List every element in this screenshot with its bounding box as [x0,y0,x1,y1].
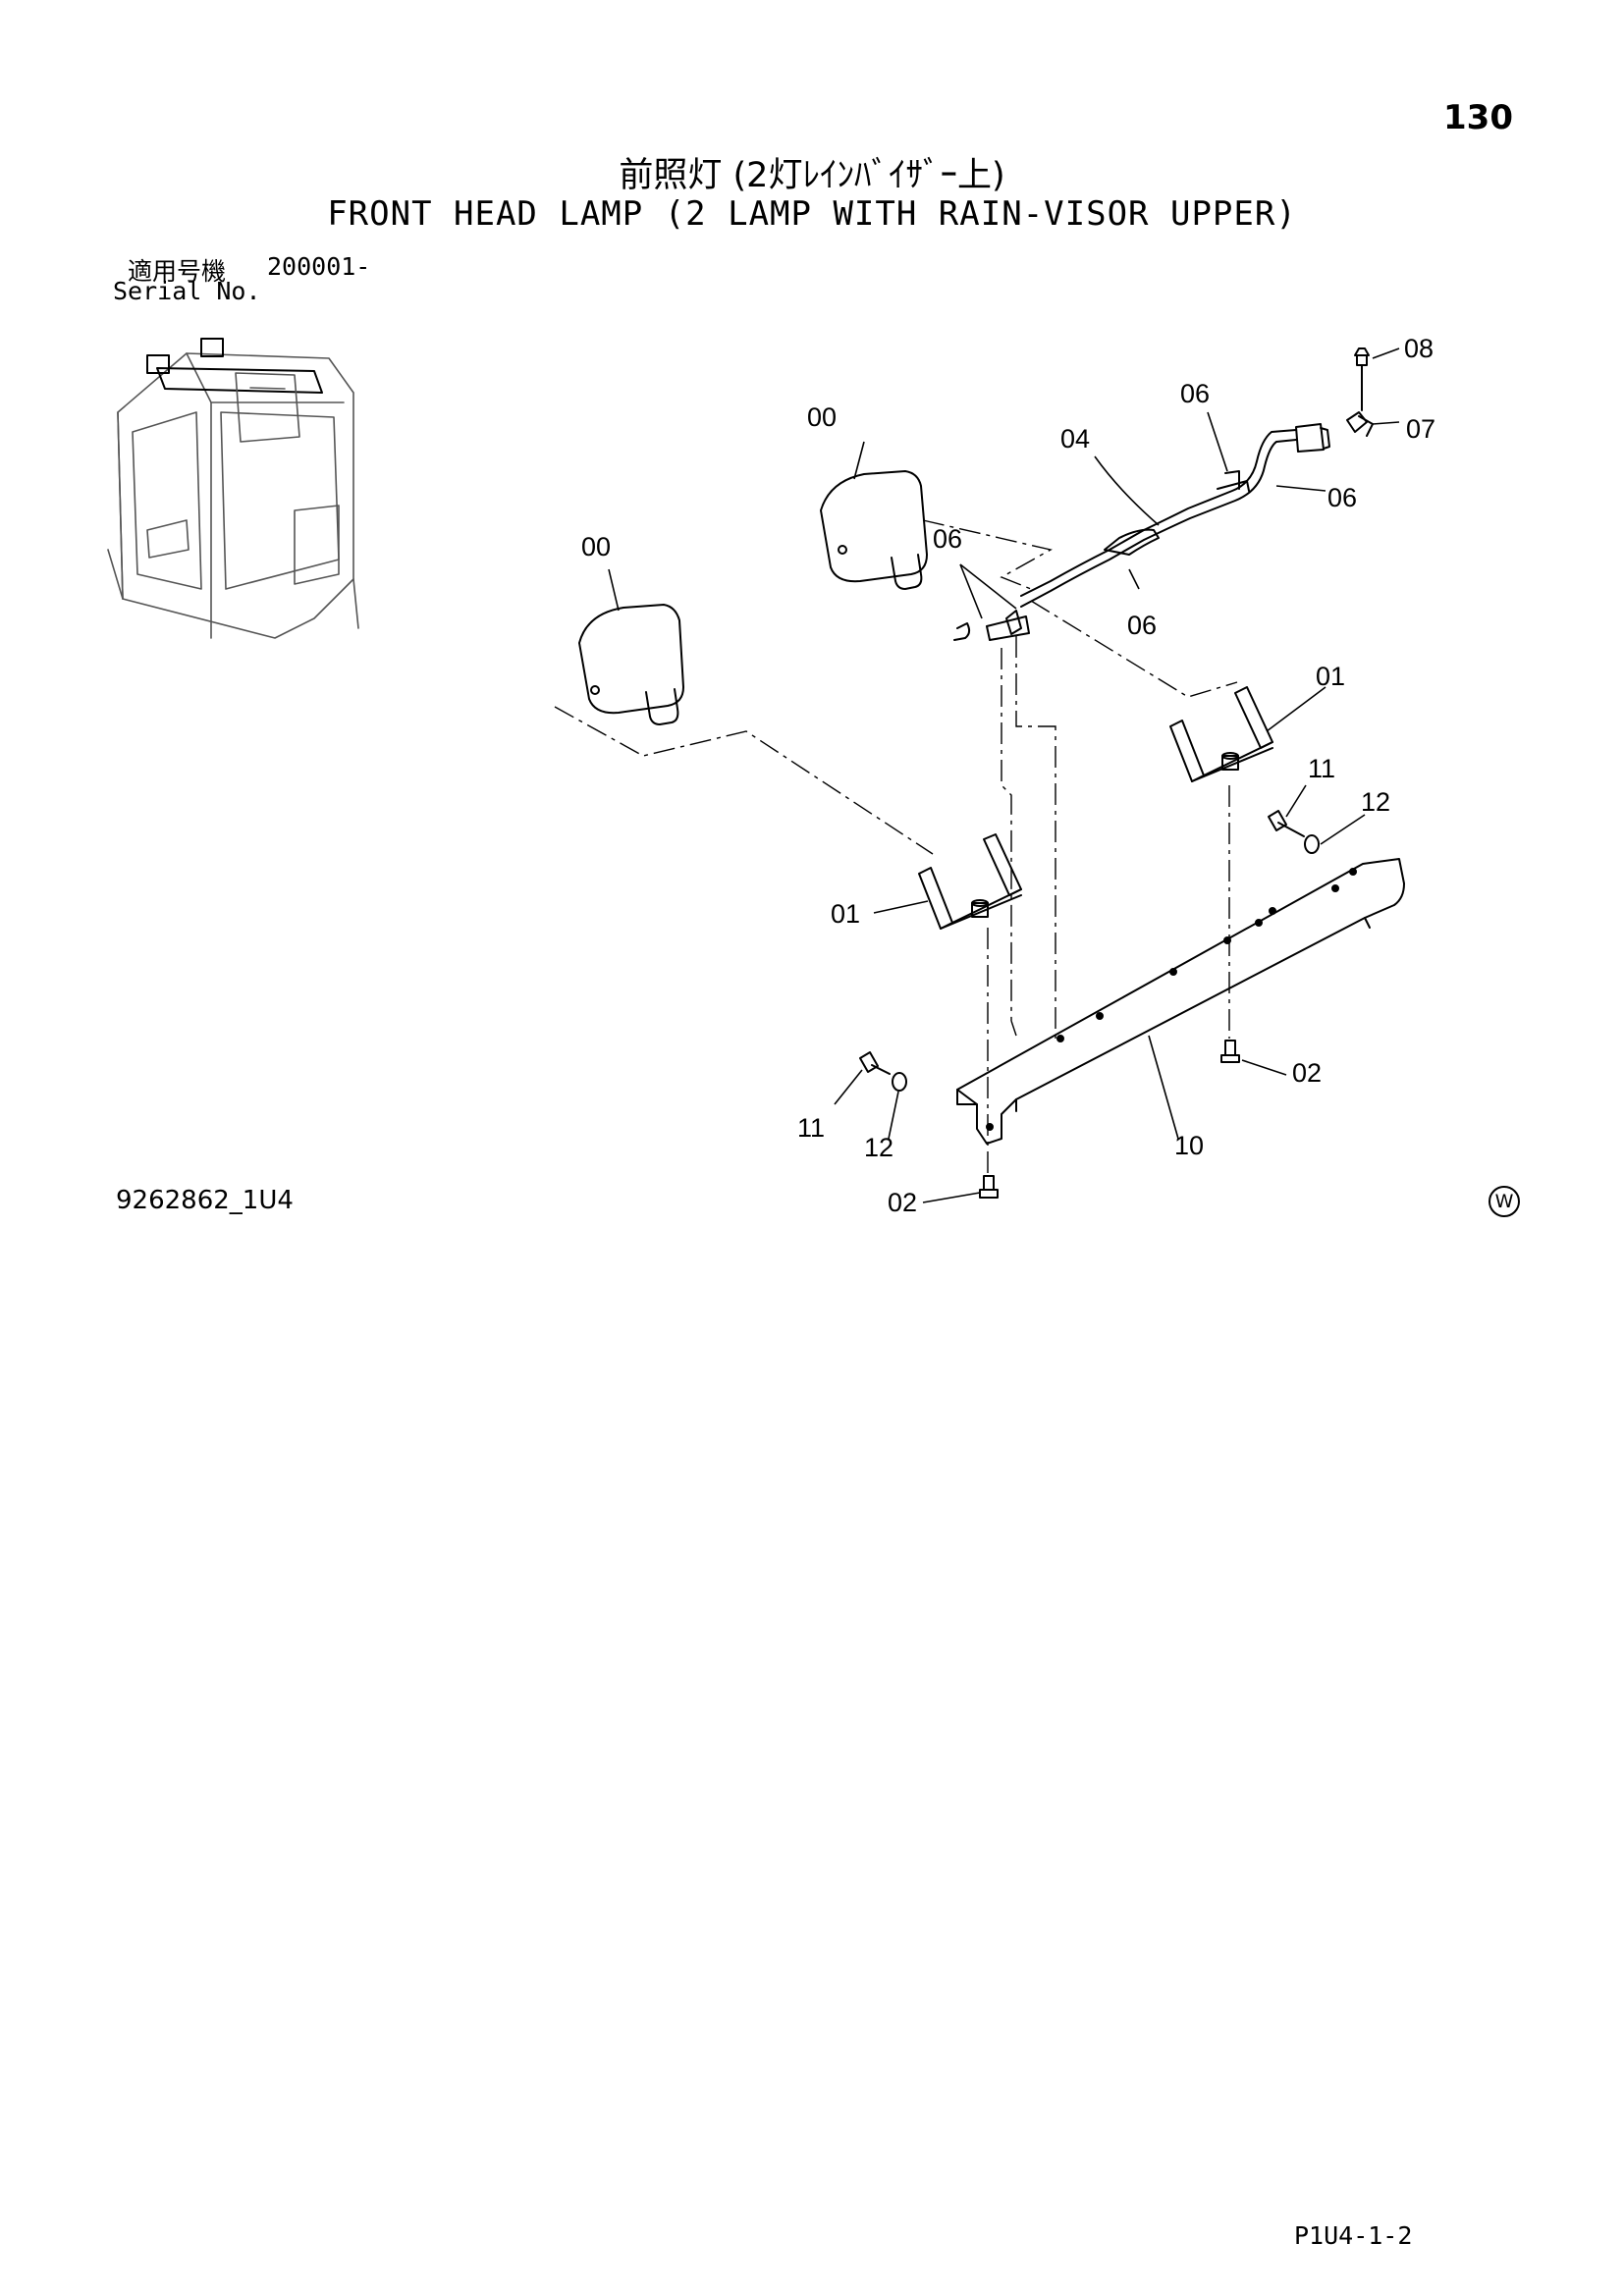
page-number: 130 [1443,98,1513,137]
callout-07: 07 [1406,414,1435,444]
bolt-washer-right [1268,810,1320,854]
w-circle-mark: W [1489,1186,1520,1217]
callout-06-left: 06 [933,524,962,554]
head-lamp-upper [820,470,928,590]
serial-label-english: Serial No. [113,277,261,305]
bolt-washer-left [859,1051,907,1092]
title-english: FRONT HEAD LAMP (2 LAMP WITH RAIN-VISOR … [327,194,1297,234]
serial-value: 200001- [267,252,371,281]
assembly-phantom-lines [554,519,1238,1173]
callout-02-bottom: 02 [888,1188,917,1217]
mounting-bar [956,858,1405,1145]
cab-thumbnail-icon [107,338,359,639]
callout-08: 08 [1404,334,1434,363]
bolt-02-right [1220,1040,1240,1063]
callout-10: 10 [1174,1131,1204,1160]
callout-11-left: 11 [797,1113,825,1143]
bracket-left [918,833,1022,930]
callout-11-right: 11 [1308,754,1335,783]
wiring-harness [953,423,1330,641]
callout-12-right: 12 [1361,787,1390,817]
callout-01-left: 01 [831,899,860,929]
serial-label-japanese: 適用号機 [128,257,227,286]
page-reference: P1U4-1-2 [1294,2221,1413,2250]
callout-04: 04 [1060,424,1090,454]
callout-06-lower: 06 [1127,611,1157,640]
callout-06-right: 06 [1327,483,1357,512]
head-lamp-lower [578,604,684,725]
callout-06-top: 06 [1180,379,1210,408]
callout-00-lower: 00 [581,532,611,561]
callout-01-right: 01 [1316,662,1345,691]
leader-lines [608,347,1400,1203]
bracket-right [1169,686,1273,782]
bolt-02-left [979,1175,999,1199]
callout-12-left: 12 [864,1133,893,1162]
drawing-number: 9262862_1U4 [116,1186,294,1215]
title-japanese: 前照灯 (2灯ﾚｲﾝﾊﾞｲｻﾞｰ上) [619,156,1005,195]
bolt-and-clip [1346,347,1374,437]
callout-00-upper: 00 [807,402,837,432]
callout-02-right: 02 [1292,1058,1322,1088]
